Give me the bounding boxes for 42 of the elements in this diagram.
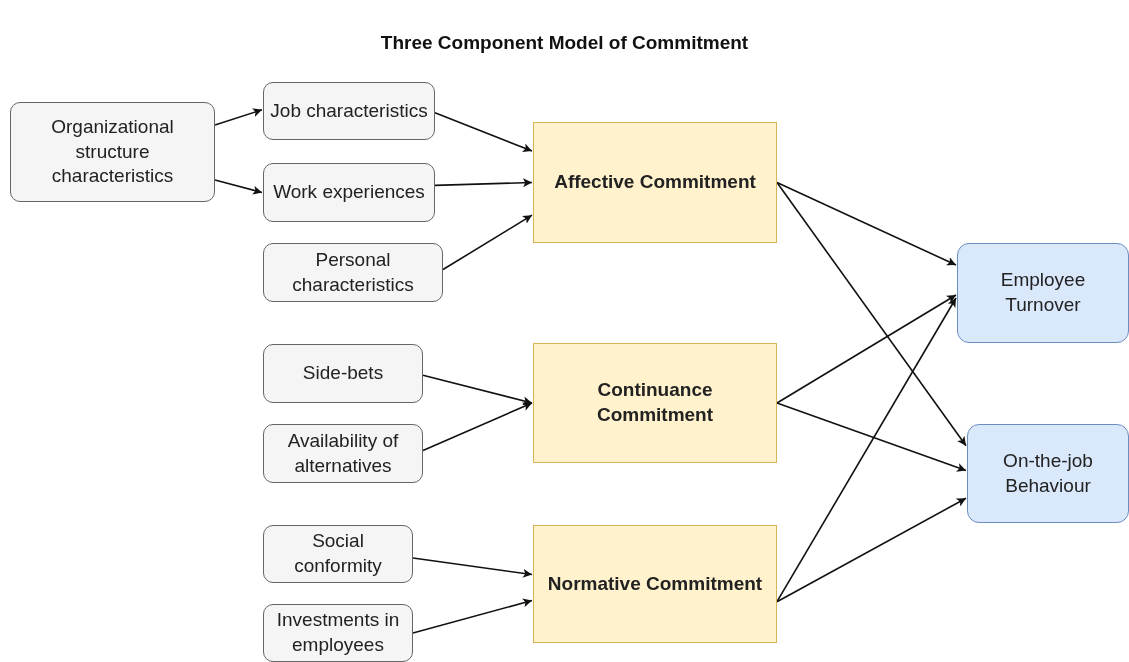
arrow bbox=[442, 214, 533, 271]
arrow bbox=[776, 181, 957, 266]
node-label: Affective Commitment bbox=[554, 170, 756, 195]
node-label: Work experiences bbox=[273, 180, 425, 205]
arrow bbox=[776, 297, 957, 603]
commitment-box bbox=[533, 343, 777, 463]
arrow bbox=[422, 402, 533, 452]
arrow bbox=[214, 108, 263, 126]
node-label: Job characteristics bbox=[270, 98, 428, 123]
factor-box bbox=[263, 525, 413, 583]
node-label: Employee Turnover bbox=[999, 268, 1087, 317]
factor-box bbox=[263, 82, 435, 140]
factor-box bbox=[263, 243, 443, 302]
diagram-title: Three Component Model of Commitment bbox=[379, 32, 750, 54]
arrow bbox=[412, 557, 533, 578]
arrow bbox=[776, 497, 967, 603]
arrow bbox=[412, 598, 533, 634]
node-label: Investments in employees bbox=[275, 608, 401, 657]
arrow bbox=[776, 294, 957, 404]
commitment-box bbox=[533, 525, 777, 643]
node-label: Social conformity bbox=[293, 529, 383, 578]
arrow bbox=[776, 402, 967, 472]
arrow bbox=[776, 181, 967, 447]
node-label: Personal characteristics bbox=[291, 247, 415, 297]
factor-box bbox=[263, 604, 413, 662]
node-label: Side-bets bbox=[302, 361, 384, 386]
factor-box bbox=[263, 424, 423, 483]
factor-box bbox=[263, 344, 423, 403]
arrow bbox=[214, 179, 263, 195]
arrow bbox=[434, 178, 533, 188]
commitment-box bbox=[533, 122, 777, 243]
node-label: On-the-job Behaviour bbox=[1002, 448, 1094, 498]
outcome-box bbox=[957, 243, 1129, 343]
node-label: Continuance Commitment bbox=[595, 378, 715, 427]
outcome-box bbox=[967, 424, 1129, 523]
factor-box bbox=[10, 102, 215, 202]
node-label: Normative Commitment bbox=[547, 571, 763, 596]
arrow bbox=[434, 111, 533, 152]
arrow bbox=[422, 374, 533, 406]
node-label: Organizational structure characteristics bbox=[50, 114, 175, 189]
factor-box bbox=[263, 163, 435, 222]
node-label: Availability of alternatives bbox=[286, 428, 400, 478]
